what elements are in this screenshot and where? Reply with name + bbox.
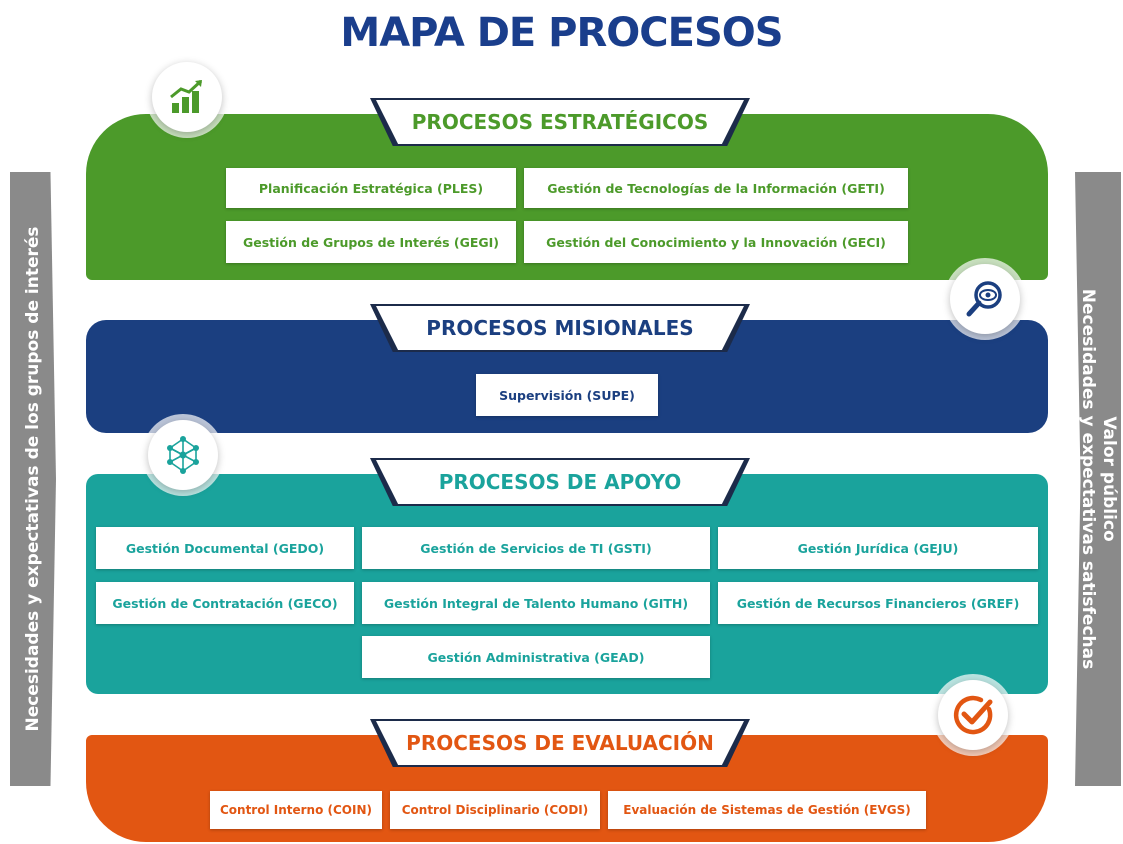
process-box-gead[interactable]: Gestión Administrativa (GEAD) — [362, 636, 710, 678]
network-icon — [167, 436, 199, 474]
process-box-gith[interactable]: Gestión Integral de Talento Humano (GITH… — [362, 582, 710, 624]
evaluation-processes-band: PROCESOS DE EVALUACIÓN Control Interno (… — [86, 719, 1048, 842]
strategic-processes-band: PROCESOS ESTRATÉGICOS Planificación Estr… — [86, 98, 1048, 280]
strategic-icon-badge — [152, 62, 222, 132]
process-box-geju[interactable]: Gestión Jurídica (GEJU) — [718, 527, 1038, 569]
process-box-ples[interactable]: Planificación Estratégica (PLES) — [226, 168, 516, 208]
right-arrow-label-line2: Necesidades y expectativas satisfechas — [1078, 288, 1098, 670]
process-box-codi[interactable]: Control Disciplinario (CODI) — [390, 791, 600, 829]
strategic-header: PROCESOS ESTRATÉGICOS — [376, 100, 744, 144]
left-arrow-label: Necesidades y expectativas de los grupos… — [23, 226, 43, 732]
missional-processes-band: PROCESOS MISIONALES Supervisión (SUPE) — [86, 304, 1048, 433]
process-box-geti[interactable]: Gestión de Tecnologías de la Información… — [524, 168, 908, 208]
page-title: MAPA DE PROCESOS — [340, 10, 783, 56]
support-processes-band: PROCESOS DE APOYO Gestión Documental (GE… — [86, 458, 1048, 694]
process-box-gedo[interactable]: Gestión Documental (GEDO) — [96, 527, 354, 569]
support-icon-badge — [148, 420, 218, 490]
evaluation-icon-badge — [938, 680, 1008, 750]
process-box-evgs[interactable]: Evaluación de Sistemas de Gestión (EVGS) — [608, 791, 926, 829]
process-box-supe[interactable]: Supervisión (SUPE) — [476, 374, 658, 416]
process-box-gref[interactable]: Gestión de Recursos Financieros (GREF) — [718, 582, 1038, 624]
process-box-gegi[interactable]: Gestión de Grupos de Interés (GEGI) — [226, 221, 516, 263]
support-header: PROCESOS DE APOYO — [376, 460, 744, 504]
process-box-coin[interactable]: Control Interno (COIN) — [210, 791, 382, 829]
check-circle-icon — [953, 695, 993, 735]
process-box-geci[interactable]: Gestión del Conocimiento y la Innovación… — [524, 221, 908, 263]
process-box-geco[interactable]: Gestión de Contratación (GECO) — [96, 582, 354, 624]
right-output-arrow: Valor público Necesidades y expectativas… — [1075, 172, 1121, 786]
right-arrow-label: Valor público Necesidades y expectativas… — [1077, 172, 1119, 786]
right-arrow-label-line1: Valor público — [1099, 416, 1119, 542]
magnifier-eye-icon — [966, 281, 1002, 317]
left-input-arrow: Necesidades y expectativas de los grupos… — [10, 172, 56, 786]
evaluation-header: PROCESOS DE EVALUACIÓN — [376, 721, 744, 765]
missional-header: PROCESOS MISIONALES — [376, 306, 744, 350]
growth-chart-icon — [170, 79, 203, 113]
process-box-gsti[interactable]: Gestión de Servicios de TI (GSTI) — [362, 527, 710, 569]
missional-icon-badge — [950, 264, 1020, 334]
